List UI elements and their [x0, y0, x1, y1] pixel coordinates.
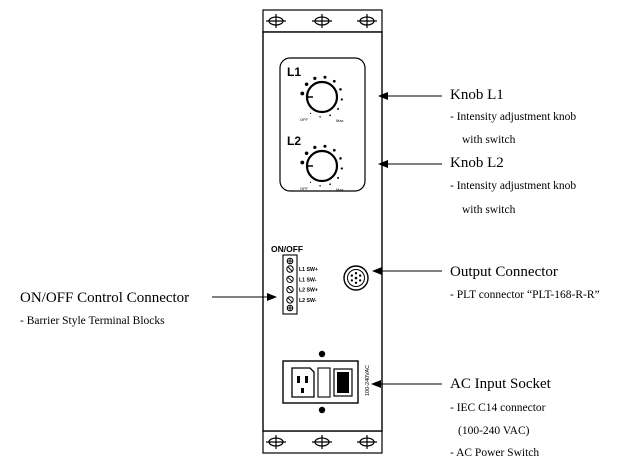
knob-l2-callout-line: with switch [462, 204, 516, 216]
knob-scale-dot [319, 116, 321, 118]
knob-l1-off-label: OFF [300, 117, 309, 122]
knob-l2-scale [300, 144, 343, 187]
ac-callout-title: AC Input Socket [450, 376, 551, 392]
fuse-holder [317, 367, 331, 398]
terminal-screw[interactable] [286, 275, 294, 283]
knob-scale-dot [304, 82, 309, 87]
knob-scale-dot [329, 183, 331, 186]
knob-scale-dot [340, 98, 343, 101]
knob-scale-dot [309, 112, 312, 114]
terminal-block [282, 254, 298, 315]
terminal-screw[interactable] [286, 285, 294, 294]
knob-scale-dot [332, 148, 336, 152]
terminal-label: L2 SW- [299, 298, 317, 304]
knob-l2-callout-line: - Intensity adjustment knob [450, 180, 577, 192]
ac-input-socket [282, 350, 359, 414]
connector-pin [358, 274, 362, 277]
mount-hole-icon [312, 435, 332, 449]
knob-l1[interactable] [300, 75, 343, 118]
connector-pin [354, 272, 358, 275]
knob-scale-dot [340, 167, 343, 170]
onoff-label: ON/OFF [271, 244, 303, 254]
knob-scale-dot [329, 114, 331, 117]
top-mounting-bracket [262, 9, 383, 33]
knob-scale-dot [332, 79, 336, 83]
output-callout-title: Output Connector [450, 264, 558, 280]
knob-l1-callout-line: - Intensity adjustment knob [450, 111, 577, 123]
ac-socket-screw-top [318, 350, 326, 358]
terminal-screw[interactable] [286, 265, 294, 273]
bottom-mounting-bracket [262, 430, 383, 454]
knob-scale-dot [300, 160, 305, 165]
knob-l1-callout-line: with switch [462, 134, 516, 146]
knob-scale-dot [304, 151, 309, 156]
knob-l2-callout-title: Knob L2 [450, 155, 504, 171]
ac-socket-screw-bottom [318, 406, 326, 414]
knob-l2-off-label: OFF [300, 186, 309, 191]
knob-scale-dot [339, 88, 342, 91]
knob-l1-scale [300, 75, 343, 118]
mount-hole-icon [312, 14, 332, 28]
ac-callout-line: - IEC C14 connector [450, 402, 546, 414]
knob-scale-dot [309, 181, 312, 183]
terminal-label: L1 SW- [299, 277, 317, 283]
terminal-label: L2 SW+ [299, 288, 318, 294]
knob-l1-callout-title: Knob L1 [450, 87, 504, 103]
ac-rating-label: 100-240VAC [365, 365, 371, 396]
ac-callout-line: - AC Power Switch [450, 447, 540, 459]
knob-scale-dot [313, 76, 317, 80]
knob-scale-dot [319, 185, 321, 187]
knob-scale-dot [313, 145, 317, 149]
iec-c14-inlet[interactable] [291, 367, 315, 398]
knob-scale-dot [339, 157, 342, 160]
connector-pin [354, 281, 358, 284]
knob-section-frame [279, 57, 366, 192]
knob-scale-dot [300, 91, 305, 96]
mount-hole-icon [357, 435, 377, 449]
ac-power-switch[interactable] [333, 368, 353, 397]
onoff-callout-title: ON/OFF Control Connector [20, 290, 190, 306]
terminal-label: L1 SW+ [299, 267, 318, 273]
onoff-callout-line: - Barrier Style Terminal Blocks [20, 315, 165, 327]
output-callout-line: - PLT connector “PLT-168-R-R” [450, 289, 600, 301]
knob-scale-dot [323, 75, 327, 79]
knob-l2-label: L2 [287, 134, 301, 148]
mount-hole-icon [357, 14, 377, 28]
mount-hole-icon [266, 435, 286, 449]
knob-scale-dot [337, 176, 340, 179]
knob-l1-max-label: Max [336, 118, 344, 123]
connector-pin [358, 279, 362, 282]
knob-scale-dot [337, 107, 340, 110]
knob-scale-dot [323, 144, 327, 148]
ac-callout-line: (100-240 VAC) [458, 425, 530, 437]
terminal-screw[interactable] [286, 296, 294, 304]
connector-pin [354, 276, 358, 280]
connector-pin [350, 274, 354, 277]
knob-l2-max-label: Max [336, 187, 344, 192]
knob-l1-label: L1 [287, 65, 301, 79]
connector-pin [350, 279, 354, 282]
output-connector[interactable] [343, 265, 369, 291]
mount-hole-icon [266, 14, 286, 28]
knob-l2[interactable] [300, 144, 343, 187]
